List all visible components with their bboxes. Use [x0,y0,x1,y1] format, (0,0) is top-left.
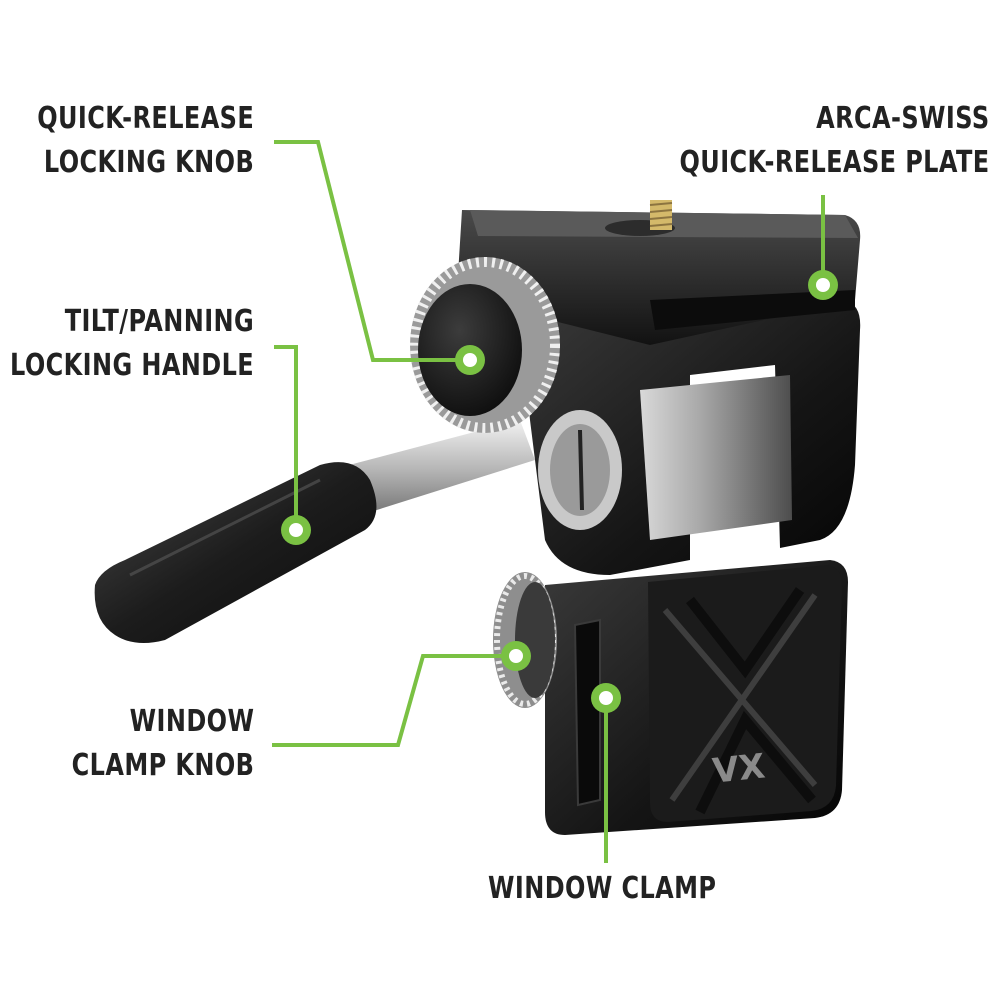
label-window-clamp: WINDOW CLAMP [488,867,716,911]
dot-tilt-handle [281,515,311,545]
label-arca-plate: ARCA-SWISS QUICK-RELEASE PLATE [680,97,990,185]
label-window-clamp-knob: WINDOW CLAMP KNOB [71,700,254,788]
mounting-screw [649,200,673,230]
dot-quick-release-knob [455,345,485,375]
dot-arca-plate [808,270,838,300]
label-window-clamp-knob-line2: CLAMP KNOB [71,748,254,783]
label-window-clamp-line1: WINDOW CLAMP [488,871,717,906]
tripod-head: VX [94,200,861,835]
dot-window-clamp-knob [501,641,531,671]
tilt-yoke [520,300,861,575]
quick-release-locking-knob [410,257,560,433]
label-window-clamp-knob-line1: WINDOW [129,704,254,739]
label-arca-plate-line1: ARCA-SWISS [816,101,990,136]
label-quick-release-knob-line2: LOCKING KNOB [43,145,254,180]
vortex-logo: VX [711,746,767,791]
arca-swiss-plate [457,200,861,345]
callout-leaders [272,140,825,863]
leader-quick-release-knob [274,140,470,362]
dot-window-clamp [591,683,621,713]
tilt-panning-handle [94,420,535,644]
window-clamp-knob [493,572,557,708]
label-tilt-handle-line1: TILT/PANNING [64,304,254,339]
label-quick-release-knob-line1: QUICK-RELEASE [37,101,254,136]
callout-dots [281,270,838,713]
label-arca-plate-line2: QUICK-RELEASE PLATE [679,145,990,180]
label-tilt-handle: TILT/PANNING LOCKING HANDLE [10,300,254,388]
window-clamp-body [545,560,848,835]
label-tilt-handle-line2: LOCKING HANDLE [9,348,254,383]
leader-window-clamp-knob [272,654,516,747]
leader-tilt-handle [274,345,298,530]
label-quick-release-knob: QUICK-RELEASE LOCKING KNOB [37,97,254,185]
